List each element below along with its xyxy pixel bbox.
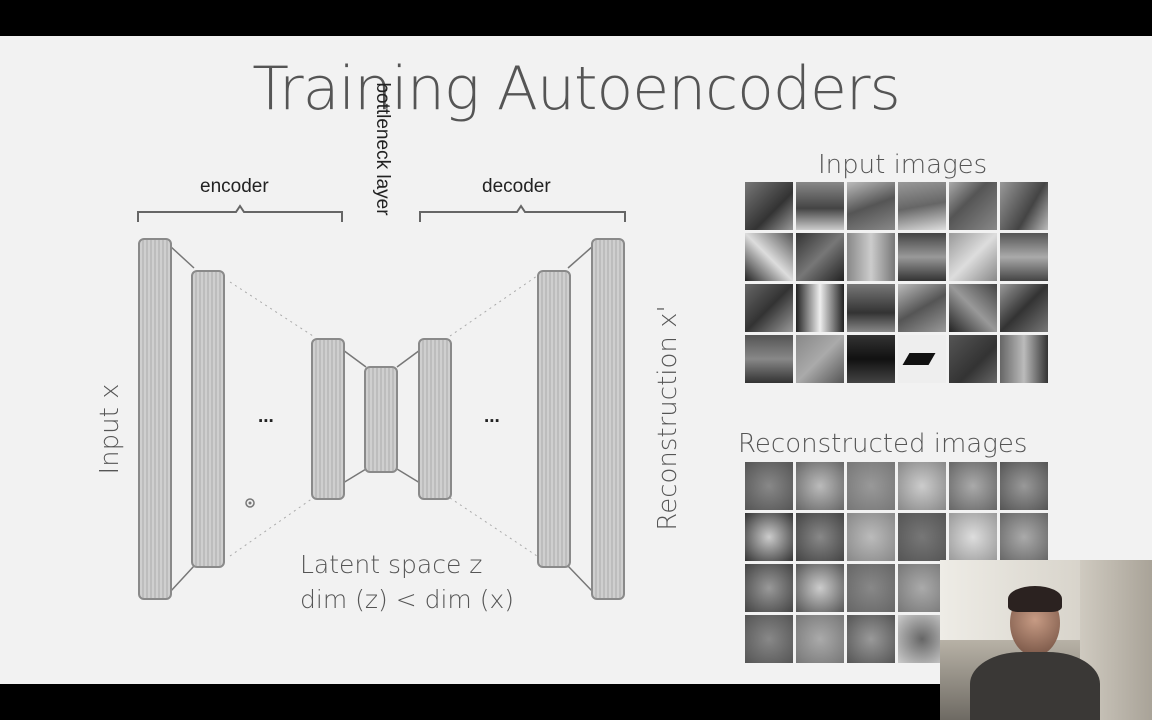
autoencoder-diagram	[137, 204, 626, 593]
decoder-first-bar	[418, 338, 452, 500]
image-tile	[1000, 233, 1048, 281]
encoder-hidden-bar	[191, 270, 225, 568]
image-tile	[898, 615, 946, 663]
image-tile	[1000, 462, 1048, 510]
image-tile	[847, 462, 895, 510]
image-tile	[796, 233, 844, 281]
image-tile	[796, 182, 844, 230]
image-tile	[949, 335, 997, 383]
ellipsis-right: ...	[484, 406, 500, 427]
image-tile	[898, 182, 946, 230]
image-tile	[796, 564, 844, 612]
image-tile	[898, 284, 946, 332]
decoder-bracket	[419, 204, 626, 222]
image-tile	[745, 284, 793, 332]
encoder-label: encoder	[200, 176, 269, 197]
image-tile	[898, 513, 946, 561]
image-tile	[796, 615, 844, 663]
image-tile	[1000, 182, 1048, 230]
image-tile	[745, 335, 793, 383]
image-tile	[847, 284, 895, 332]
input-images-grid	[745, 182, 1048, 383]
presentation-slide: Training Autoencoders encoder decoder bo…	[0, 36, 1152, 684]
slide-title: Training Autoencoders	[252, 54, 901, 124]
image-tile	[796, 335, 844, 383]
image-tile	[847, 182, 895, 230]
latent-dim-label: dim (z) < dim (x)	[300, 585, 515, 614]
image-tile	[898, 462, 946, 510]
image-tile	[847, 615, 895, 663]
presenter-hair	[1008, 586, 1062, 612]
image-tile	[796, 513, 844, 561]
image-tile	[949, 182, 997, 230]
image-tile	[898, 564, 946, 612]
image-tile	[1000, 335, 1048, 383]
image-tile	[949, 233, 997, 281]
cursor-dot-icon	[245, 498, 255, 508]
image-tile	[949, 284, 997, 332]
bottleneck-label: bottleneck layer	[372, 82, 393, 216]
image-tile	[949, 462, 997, 510]
image-tile	[1000, 284, 1048, 332]
presenter-body	[970, 652, 1100, 720]
image-tile	[745, 182, 793, 230]
image-tile	[898, 233, 946, 281]
image-tile	[745, 564, 793, 612]
image-tile	[847, 335, 895, 383]
ellipsis-left: ...	[258, 406, 274, 427]
image-tile	[847, 564, 895, 612]
image-tile	[949, 513, 997, 561]
encoder-bracket	[137, 204, 343, 222]
decoder-label: decoder	[482, 176, 551, 197]
reconstructed-images-title: Reconstructed images	[738, 429, 1028, 459]
presenter-webcam	[940, 560, 1152, 720]
image-tile	[847, 513, 895, 561]
image-tile	[745, 513, 793, 561]
reconstruction-layer-bar	[591, 238, 625, 600]
image-tile	[745, 462, 793, 510]
image-tile	[745, 233, 793, 281]
image-tile	[745, 615, 793, 663]
image-tile	[796, 284, 844, 332]
image-tile	[898, 335, 946, 383]
input-layer-bar	[138, 238, 172, 600]
reconstruction-label: Reconstruction x'	[653, 305, 683, 531]
latent-space-label: Latent space z	[300, 550, 483, 579]
input-images-title: Input images	[818, 150, 988, 180]
image-tile	[1000, 513, 1048, 561]
letterbox-top	[0, 0, 1152, 36]
bottleneck-bar	[364, 366, 398, 473]
input-x-label: Input x	[95, 383, 125, 475]
image-tile	[796, 462, 844, 510]
image-tile	[847, 233, 895, 281]
encoder-last-bar	[311, 338, 345, 500]
decoder-hidden-bar	[537, 270, 571, 568]
